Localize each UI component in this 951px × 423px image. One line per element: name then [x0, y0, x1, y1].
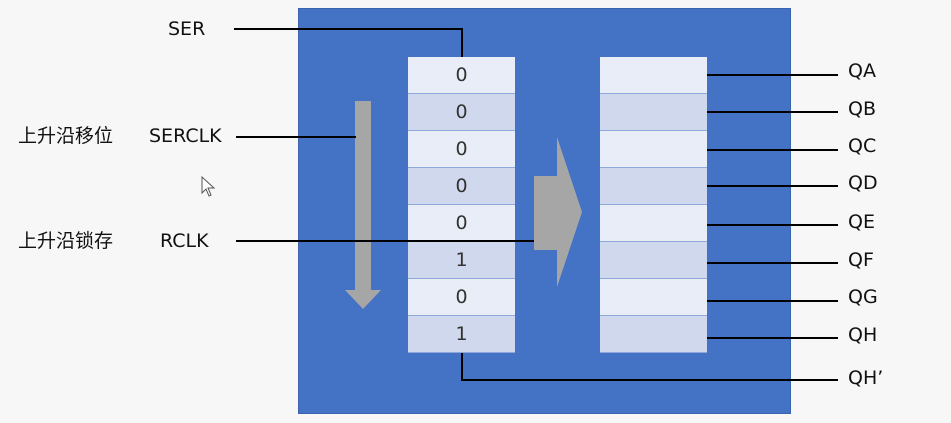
- shift-register: 0 0 0 0 0 1 0 1: [408, 57, 515, 353]
- shift-register-cell: 0: [408, 57, 515, 94]
- output-label-qg: QG: [848, 286, 878, 308]
- output-label-qe: QE: [848, 211, 875, 233]
- storage-register: [600, 57, 707, 353]
- storage-register-cell: [600, 316, 707, 353]
- output-label-qh-prime: QH’: [848, 367, 884, 389]
- storage-register-cell: [600, 131, 707, 168]
- shift-register-cell: 0: [408, 168, 515, 205]
- storage-register-cell: [600, 57, 707, 94]
- rclk-description: 上升沿锁存: [18, 230, 114, 252]
- shift-register-cell: 0: [408, 131, 515, 168]
- output-label-qc: QC: [848, 135, 877, 157]
- shift-register-cell: 1: [408, 316, 515, 353]
- storage-register-cell: [600, 242, 707, 279]
- output-label-qb: QB: [848, 98, 876, 120]
- shift-register-cell: 0: [408, 279, 515, 316]
- serclk-label: SERCLK: [149, 125, 222, 147]
- storage-register-cell: [600, 279, 707, 316]
- ser-label: SER: [168, 18, 206, 40]
- storage-register-cell: [600, 205, 707, 242]
- shift-register-cell: 0: [408, 94, 515, 131]
- shift-register-cell: 0: [408, 205, 515, 242]
- serclk-description: 上升沿移位: [18, 125, 114, 147]
- qh-prime-line: [461, 353, 838, 381]
- shift-register-cell: 1: [408, 242, 515, 279]
- latch-transfer-arrow: [534, 137, 582, 287]
- shift-direction-arrow: [345, 101, 381, 309]
- output-label-qh: QH: [848, 324, 878, 346]
- rclk-label: RCLK: [160, 230, 209, 252]
- mouse-cursor-icon: [201, 175, 216, 197]
- output-label-qf: QF: [848, 249, 874, 271]
- output-label-qa: QA: [848, 60, 876, 82]
- output-label-qd: QD: [848, 172, 878, 194]
- ser-line: [234, 28, 463, 57]
- storage-register-cell: [600, 94, 707, 131]
- storage-register-cell: [600, 168, 707, 205]
